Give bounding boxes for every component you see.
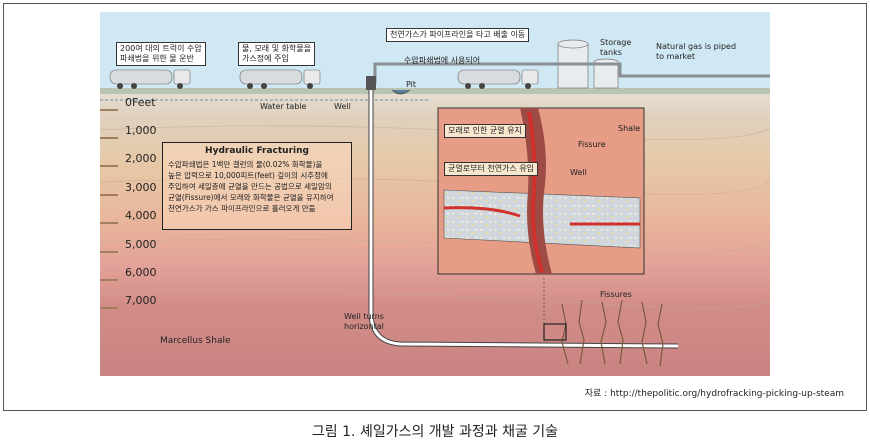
hydraulic-title: Hydraulic Fracturing — [205, 146, 309, 156]
depth-label: 5,000 — [125, 238, 157, 251]
depth-label: 3,000 — [125, 181, 157, 194]
trucks-label: 200여 대의 트럭이 수압 파쇄법을 위한 물 운반 — [116, 42, 206, 66]
inset-panel — [437, 107, 645, 275]
well-label: Well — [334, 102, 351, 111]
water-table-label: Water table — [260, 102, 307, 111]
water-trucks — [109, 69, 539, 85]
depth-label: 2,000 — [125, 152, 157, 165]
depth-label: 7,000 — [125, 294, 157, 307]
depth-label: 0Feet — [125, 96, 156, 109]
depth-label: 1,000 — [125, 124, 157, 137]
market-label: Natural gas is piped to market — [656, 42, 737, 61]
pit-label: Pit — [406, 80, 417, 89]
inset-gas-label: 균열로부터 천연가스 유입 — [444, 162, 539, 176]
marcellus-label: Marcellus Shale — [160, 336, 231, 346]
storage-label: Storage tanks — [600, 38, 632, 57]
depth-label: 4,000 — [125, 209, 157, 222]
figure-caption: 그림 1. 셰일가스의 개발 과정과 채굴 기술 — [311, 424, 559, 440]
earth — [100, 90, 770, 376]
chemicals-label: 물, 모래 및 화학물을 가스정에 주입 — [238, 42, 316, 66]
well-turns-label: Well turns horizontal — [344, 312, 384, 331]
hydraulic-fracturing-box: Hydraulic Fracturing 수압파쇄법은 1백만 갤런의 물(0.… — [162, 142, 352, 230]
storage-tanks — [557, 39, 619, 89]
diagram-svg — [100, 12, 770, 376]
hydraulic-body: 수압파쇄법은 1백만 갤런의 물(0.02% 화학물)을 높은 압력으로 10,… — [168, 160, 334, 213]
pipeline-label: 천연가스가 파이프라인을 타고 배출 이동 — [386, 28, 530, 42]
depth-label: 6,000 — [125, 266, 157, 279]
fissures-label: Fissures — [600, 290, 632, 299]
fracking-diagram: 200여 대의 트럭이 수압 파쇄법을 위한 물 운반 물, 모래 및 화학물을… — [100, 12, 770, 376]
wastewater-label: 수압파쇄법에 사용되어 — [404, 56, 481, 65]
inset-shale-label: Shale — [618, 124, 641, 133]
inset-well-label: Well — [570, 168, 587, 177]
inset-fissure-label: Fissure — [578, 140, 606, 149]
inset-sand-label: 모래로 인한 균열 유지 — [444, 124, 526, 138]
source-credit: 자료 : http://thepolitic.org/hydrofracking… — [584, 389, 844, 399]
